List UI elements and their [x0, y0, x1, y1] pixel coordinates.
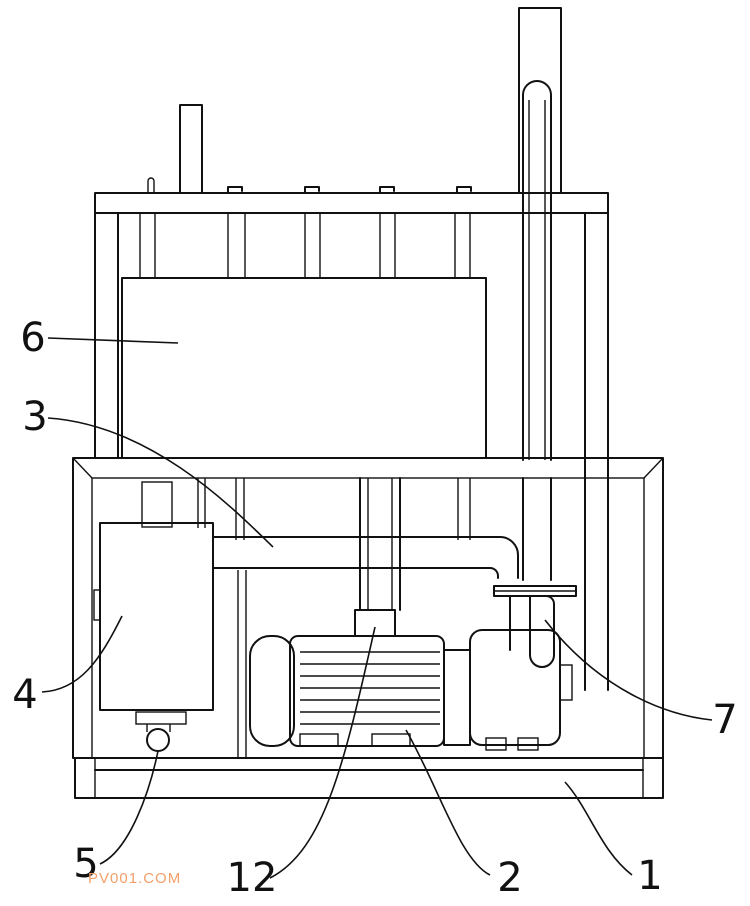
callout-1: 1: [637, 853, 662, 899]
drain-valve: [135, 711, 187, 752]
pump-housing: [469, 629, 573, 751]
watermark: PV001.COM: [88, 870, 182, 887]
flange: [493, 585, 577, 668]
base-frame: [74, 757, 664, 799]
inner-columns: [141, 477, 471, 758]
callout-3: 3: [22, 394, 47, 440]
horizontal-pipe: [212, 536, 519, 579]
upper-rack: [94, 192, 609, 691]
callout-12: 12: [227, 855, 278, 901]
callout-7: 7: [712, 697, 737, 743]
callout-5: 5: [73, 841, 98, 887]
terminal-box: [354, 609, 396, 637]
callout-4: 4: [12, 672, 37, 718]
rack-hooks: [147, 177, 472, 194]
tank: [121, 277, 487, 459]
filter-box: [93, 522, 214, 711]
callout-6: 6: [20, 315, 45, 361]
leader-lines: [41, 337, 713, 879]
riser-pipe: [518, 7, 562, 581]
callout-2: 2: [497, 855, 522, 901]
vent-pipe: [179, 104, 203, 194]
